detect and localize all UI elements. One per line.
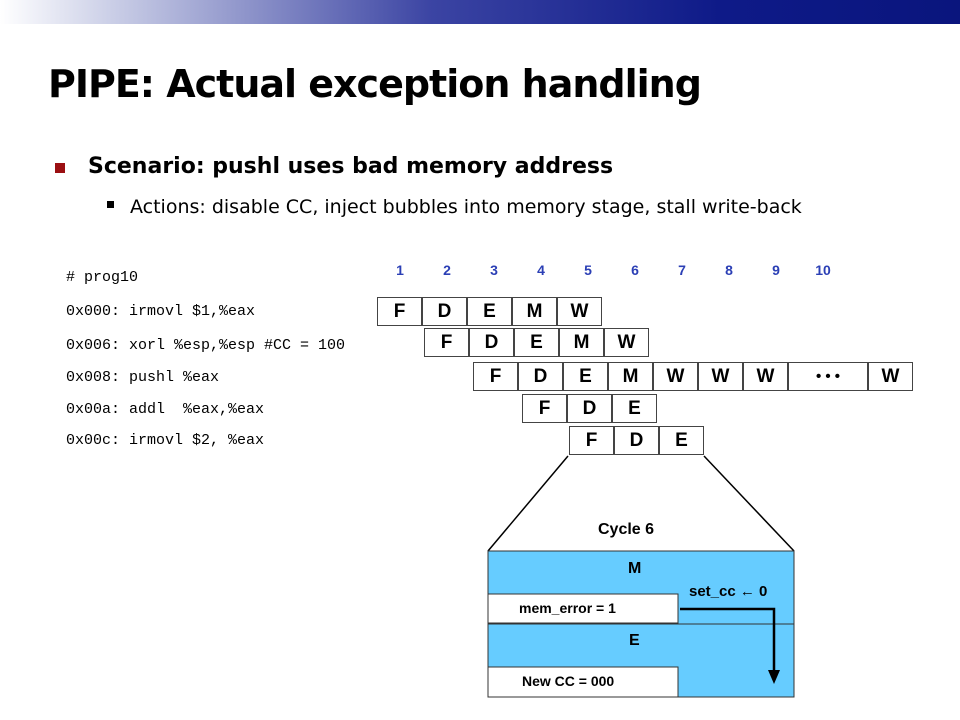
cycle-number: 6	[631, 262, 639, 278]
execute-stage-label: E	[629, 632, 640, 649]
stage-cell-fetch: F	[473, 362, 518, 391]
ellipsis-cell: • • •	[788, 362, 868, 391]
stage-cell-memory: M	[559, 328, 604, 357]
stage-cell-memory: M	[512, 297, 557, 326]
code-line: 0x00a: addl %eax,%eax	[66, 401, 265, 418]
mem-error-field	[487, 593, 679, 624]
new-cc-text: New CC = 000	[522, 673, 615, 689]
stage-cell-fetch: F	[569, 426, 614, 455]
cycle-number: 3	[490, 262, 498, 278]
arrow-down-icon	[768, 670, 780, 684]
stage-cell-decode: D	[518, 362, 563, 391]
stage-cell-decode: D	[469, 328, 514, 357]
code-line: 0x000: irmovl $1,%eax	[66, 303, 256, 320]
stage-cell-execute: E	[514, 328, 559, 357]
sub-bullet-square-icon	[107, 201, 114, 208]
mem-error-text: mem_error = 1	[519, 600, 616, 616]
cycle-number: 1	[396, 262, 404, 278]
zoom-line-left	[487, 455, 569, 552]
set-cc-text: set_cc ← 0	[689, 583, 768, 600]
stage-cell-writeback: W	[557, 297, 602, 326]
set-cc-path	[680, 607, 776, 672]
stage-cell-execute: E	[563, 362, 608, 391]
bullet-square-icon	[55, 163, 65, 173]
stage-cell-writeback: W	[743, 362, 788, 391]
cycle-number: 9	[772, 262, 780, 278]
stage-cell-execute: E	[467, 297, 512, 326]
new-cc-field	[487, 666, 679, 698]
slide-title: PIPE: Actual exception handling	[48, 62, 702, 106]
stage-cell-decode: D	[422, 297, 467, 326]
cycle-number: 5	[584, 262, 592, 278]
title-bar-gradient	[0, 0, 960, 24]
stage-cell-writeback: W	[653, 362, 698, 391]
stage-cell-execute: E	[612, 394, 657, 423]
memory-stage-label: M	[628, 560, 642, 577]
stage-cell-decode: D	[567, 394, 612, 423]
sub-bullet-actions: Actions: disable CC, inject bubbles into…	[130, 196, 802, 218]
stage-cell-writeback: W	[698, 362, 743, 391]
stage-cell-decode: D	[614, 426, 659, 455]
cycle-number: 2	[443, 262, 451, 278]
stage-cell-writeback: W	[604, 328, 649, 357]
cycle-number: 7	[678, 262, 686, 278]
cycle-number: 8	[725, 262, 733, 278]
stage-cell-fetch: F	[424, 328, 469, 357]
code-line: 0x00c: irmovl $2, %eax	[66, 432, 265, 449]
cycle-number: 10	[815, 262, 831, 278]
bullet-scenario: Scenario: pushl uses bad memory address	[88, 154, 614, 179]
program-label: # prog10	[66, 269, 139, 286]
stage-cell-memory: M	[608, 362, 653, 391]
stage-cell-execute: E	[659, 426, 704, 455]
stage-cell-fetch: F	[377, 297, 422, 326]
code-line: 0x008: pushl %eax	[66, 369, 220, 386]
cycle-number: 4	[537, 262, 545, 278]
code-line: 0x006: xorl %esp,%esp #CC = 100	[66, 337, 346, 354]
stage-cell-fetch: F	[522, 394, 567, 423]
zoom-line-right	[703, 455, 795, 552]
cycle-label: Cycle 6	[598, 521, 655, 538]
stage-cell-writeback: W	[868, 362, 913, 391]
